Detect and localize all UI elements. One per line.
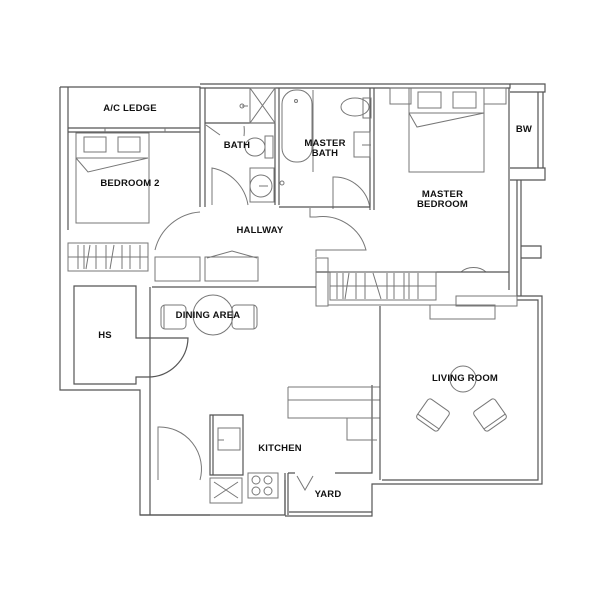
master-bedroom-area: [316, 87, 510, 290]
room-label-yard: YARD: [314, 489, 342, 500]
bath-area: [205, 87, 285, 206]
master-bath-area: [279, 88, 375, 210]
living-area: [379, 306, 507, 480]
kitchen-area: [157, 385, 381, 515]
room-label-living-room: LIVING ROOM: [431, 373, 499, 384]
room-label-master-bath: MASTER BATH: [304, 138, 346, 159]
room-label-hallway: HALLWAY: [236, 225, 284, 236]
wardrobe-master: [315, 257, 518, 320]
room-label-bath: BATH: [223, 140, 251, 151]
room-label-bedroom-2: BEDROOM 2: [100, 178, 160, 189]
hallway-area: [152, 208, 367, 288]
room-label-master-bedroom: MASTER BEDROOM: [416, 189, 468, 210]
room-label-ac-ledge: A/C LEDGE: [103, 103, 157, 114]
bedroom-2-area: [67, 100, 206, 272]
room-label-kitchen: KITCHEN: [258, 443, 302, 454]
room-label-hs: HS: [98, 330, 112, 341]
room-label-dining-area: DINING AREA: [175, 310, 241, 321]
hs-dining-area: [73, 285, 258, 515]
room-label-bw: BW: [515, 124, 533, 135]
